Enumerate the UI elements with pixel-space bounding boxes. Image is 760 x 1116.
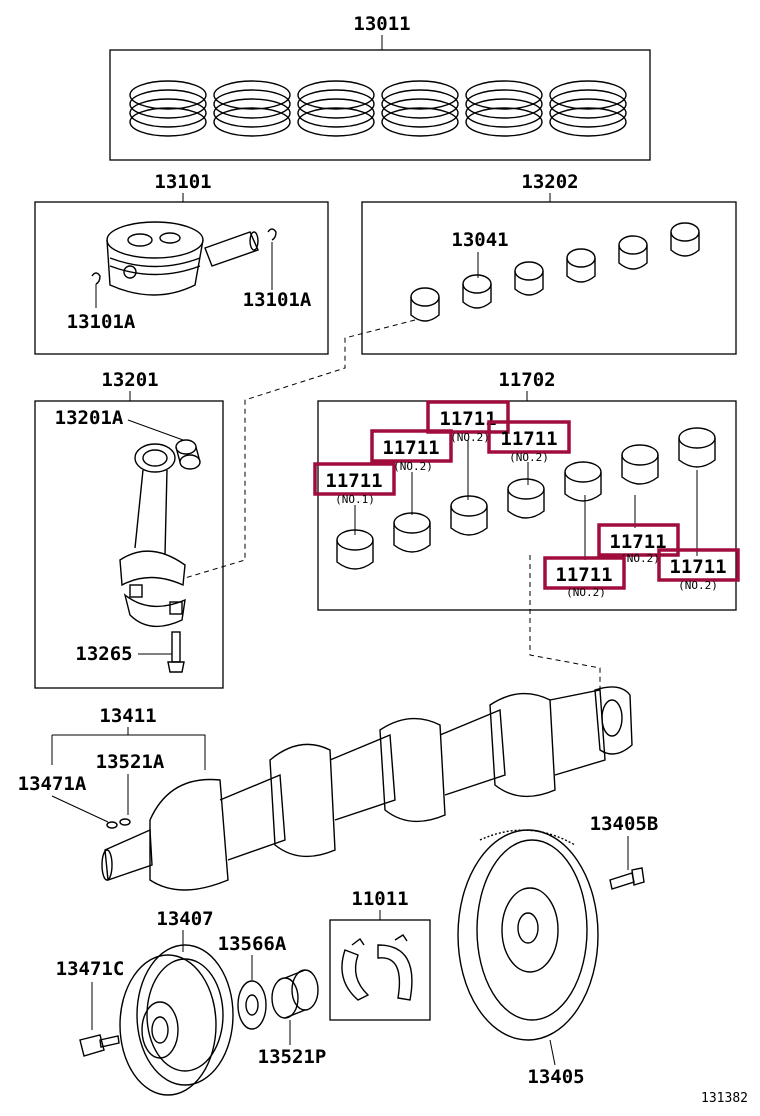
piston-pin-icon bbox=[204, 231, 259, 267]
svg-text:(NO.2): (NO.2) bbox=[450, 431, 490, 444]
piston-ring-icon bbox=[213, 80, 291, 137]
conrod-bearing-box bbox=[361, 201, 737, 355]
conrod-bolt-icon bbox=[167, 631, 185, 673]
piston-ring-icon bbox=[465, 80, 543, 137]
label-ring-set[interactable]: 13011 bbox=[353, 13, 410, 35]
crank-key-icon bbox=[106, 818, 131, 829]
pulley-bolt-icon bbox=[79, 1034, 120, 1057]
svg-text:(NO.2): (NO.2) bbox=[509, 451, 549, 464]
label-thrust-washer-set[interactable]: 11011 bbox=[351, 888, 408, 910]
label-pulley-bolt[interactable]: 13471C bbox=[56, 958, 125, 980]
label-piston-clip-left[interactable]: 13101A bbox=[67, 311, 136, 333]
piston-ring-icon bbox=[381, 80, 459, 137]
hl-label-2[interactable]: 11711 (NO.2) bbox=[370, 429, 453, 473]
svg-text:11711: 11711 bbox=[669, 556, 726, 578]
piston-rings-group bbox=[129, 80, 627, 137]
svg-text:11711: 11711 bbox=[500, 428, 557, 450]
hl-label-3[interactable]: 11711 (NO.2) bbox=[487, 420, 571, 464]
conrod-bearing-shell-icon bbox=[566, 248, 596, 283]
label-conrod-bearing-set[interactable]: 13202 bbox=[521, 171, 578, 193]
label-crank-gear[interactable]: 13521P bbox=[258, 1046, 327, 1068]
hl-label-5[interactable]: 11711 (NO.2) bbox=[597, 523, 680, 565]
label-flywheel-bolt[interactable]: 13405B bbox=[590, 813, 659, 835]
hl-label-6[interactable]: 11711 (NO.2) bbox=[543, 556, 626, 599]
label-pulley[interactable]: 13407 bbox=[156, 908, 213, 930]
main-bearing-shell-icon bbox=[621, 444, 659, 485]
piston-box bbox=[34, 201, 329, 355]
piston-clip-right-icon bbox=[267, 228, 277, 241]
crank-pulley-icon bbox=[119, 944, 234, 1096]
label-crank-pin[interactable]: 13471A bbox=[18, 773, 87, 795]
svg-text:11711: 11711 bbox=[609, 531, 666, 553]
main-bearing-shell-icon bbox=[336, 529, 374, 570]
hl-label-4[interactable]: 11711 (NO.1) bbox=[313, 462, 396, 506]
piston-icon bbox=[106, 221, 204, 296]
piston-ring-icon bbox=[297, 80, 375, 137]
connecting-rod-icon bbox=[119, 443, 186, 628]
main-bearing-shell-icon bbox=[450, 495, 488, 536]
label-conrod-bearing[interactable]: 13041 bbox=[451, 229, 508, 251]
diagram-number: 131382 bbox=[701, 1091, 748, 1106]
label-crankshaft[interactable]: 13411 bbox=[99, 705, 156, 727]
label-flywheel[interactable]: 13405 bbox=[527, 1066, 584, 1088]
hl-label-7[interactable]: 11711 (NO.2) bbox=[657, 548, 740, 592]
conrod-bearing-shell-icon bbox=[410, 287, 440, 322]
main-bearing-shell-icon bbox=[564, 461, 602, 502]
flywheel-bolt-icon bbox=[609, 867, 645, 890]
svg-text:(NO.2): (NO.2) bbox=[678, 579, 718, 592]
main-bearing-box bbox=[317, 400, 737, 611]
label-crank-key[interactable]: 13521A bbox=[96, 751, 165, 773]
label-conrod-bolt[interactable]: 13265 bbox=[75, 643, 132, 665]
conrod-box bbox=[34, 400, 224, 689]
conrod-bushing-icon bbox=[175, 439, 201, 470]
conrod-bearings-group bbox=[410, 222, 700, 322]
conrod-bearing-shell-icon bbox=[514, 261, 544, 296]
thrust-washer-icon bbox=[341, 934, 413, 1001]
conrod-bearing-shell-icon bbox=[618, 235, 648, 270]
svg-text:(NO.2): (NO.2) bbox=[393, 460, 433, 473]
washer-icon bbox=[237, 980, 267, 1030]
svg-text:11711: 11711 bbox=[382, 437, 439, 459]
main-bearing-shell-icon bbox=[678, 427, 716, 468]
svg-text:11711: 11711 bbox=[439, 408, 496, 430]
label-conrod-bushing[interactable]: 13201A bbox=[55, 407, 124, 429]
conrod-bearing-shell-icon bbox=[670, 222, 700, 257]
conrod-bearing-shell-icon bbox=[462, 274, 492, 309]
crankshaft-icon bbox=[101, 686, 633, 891]
ring-set-box bbox=[109, 49, 651, 161]
piston-clip-left-icon bbox=[91, 272, 101, 285]
svg-text:(NO.2): (NO.2) bbox=[566, 586, 606, 599]
main-bearing-shell-icon bbox=[507, 478, 545, 519]
main-bearing-shell-icon bbox=[393, 512, 431, 553]
main-bearings-group bbox=[336, 427, 716, 570]
label-main-bearing-set[interactable]: 11702 bbox=[498, 369, 555, 391]
crank-gear-icon bbox=[271, 969, 319, 1019]
svg-text:11711: 11711 bbox=[555, 564, 612, 586]
svg-text:(NO.1): (NO.1) bbox=[335, 493, 375, 506]
label-crank-pulley-washer[interactable]: 13566A bbox=[218, 933, 287, 955]
svg-text:(NO.2): (NO.2) bbox=[620, 552, 660, 565]
hl-label-1[interactable]: 11711 (NO.2) bbox=[426, 400, 510, 444]
thrust-washer-box bbox=[329, 919, 431, 1021]
svg-text:11711: 11711 bbox=[325, 470, 382, 492]
piston-ring-icon bbox=[549, 80, 627, 137]
label-piston[interactable]: 13101 bbox=[154, 171, 211, 193]
piston-ring-icon bbox=[129, 80, 207, 137]
label-piston-clip-right[interactable]: 13101A bbox=[243, 289, 312, 311]
label-conrod[interactable]: 13201 bbox=[101, 369, 158, 391]
flywheel-icon bbox=[457, 829, 599, 1041]
